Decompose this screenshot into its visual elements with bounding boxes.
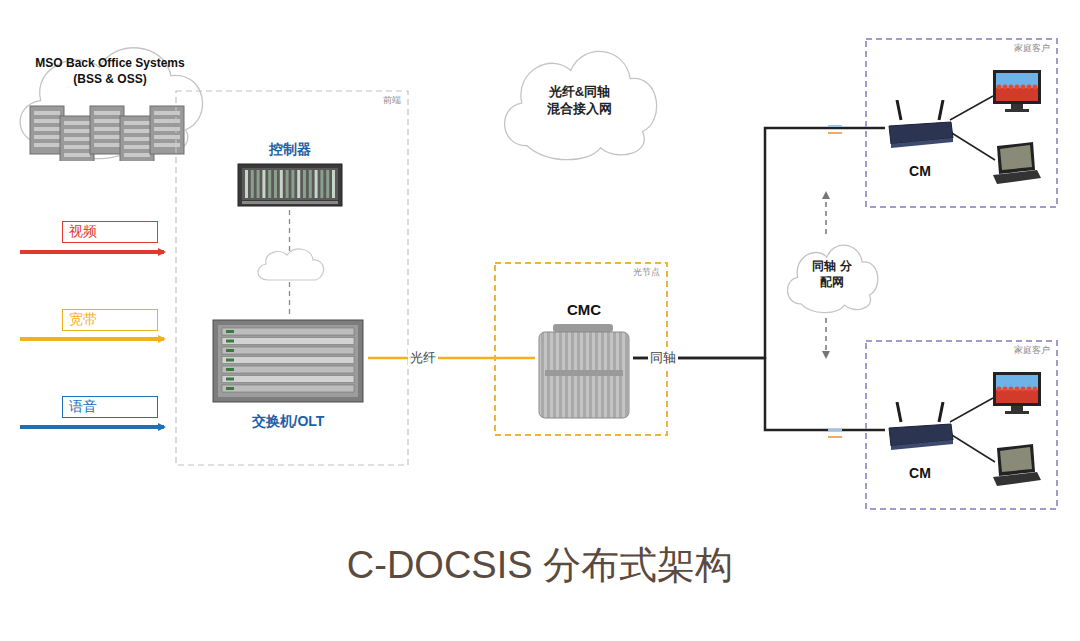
dashed-outline xyxy=(865,340,1058,510)
tv xyxy=(993,372,1041,414)
connector xyxy=(633,128,885,358)
input-arrows xyxy=(20,252,164,427)
node-label: 控制器 xyxy=(269,140,311,158)
home-devices xyxy=(865,340,1058,510)
dashed-outline xyxy=(865,38,1058,208)
device-node: CM xyxy=(885,100,955,182)
node-label: CMC xyxy=(567,300,601,320)
connector xyxy=(633,358,885,430)
edge-label: 光纤 xyxy=(408,349,438,367)
signal-label: 语音 xyxy=(62,396,158,418)
node-label: 光节点 xyxy=(633,267,660,279)
node-label: CM xyxy=(909,464,931,482)
node-label: MSO Back Office Systems (BSS & OSS) xyxy=(21,56,199,87)
node-label: 家庭客户 xyxy=(1014,345,1050,357)
node-label: 同轴 分配网 xyxy=(811,259,853,290)
node-label: CM xyxy=(909,162,931,180)
node-label: 家庭客户 xyxy=(1014,43,1050,55)
laptop xyxy=(993,444,1041,486)
dashed-region: 前端控制器交换机/OLT xyxy=(175,90,409,466)
cloud-node: MSO Back Office Systems (BSS & OSS) xyxy=(5,36,215,161)
cloud-node: 同轴 分配网 xyxy=(780,238,884,314)
device-node: CM xyxy=(885,402,955,484)
dashed-region: 家庭客户 CM xyxy=(865,38,1058,208)
small-cloud xyxy=(258,249,324,280)
device-node: 控制器 xyxy=(232,138,347,210)
laptop xyxy=(993,142,1041,184)
signal-label: 视频 xyxy=(62,221,158,243)
connector xyxy=(368,357,535,360)
edge-label: 同轴 xyxy=(648,349,678,367)
caption: C-DOCSIS 分布式架构 xyxy=(347,540,733,591)
cloud-node: 光纤&同轴 混合接入网 xyxy=(492,40,667,162)
home-devices xyxy=(865,38,1058,208)
dashed-region: 家庭客户 CM xyxy=(865,340,1058,510)
node-label: 前端 xyxy=(383,95,401,107)
node-label: 光纤&同轴 混合接入网 xyxy=(546,84,614,118)
tv xyxy=(993,70,1041,112)
device-node: CMC xyxy=(535,296,633,424)
signal-label: 宽带 xyxy=(62,309,158,331)
dashed-region: 光节点 CMC xyxy=(494,262,668,436)
server-group xyxy=(5,36,215,161)
device-node: 交换机/OLT xyxy=(208,318,368,436)
node-label: 交换机/OLT xyxy=(252,412,325,430)
